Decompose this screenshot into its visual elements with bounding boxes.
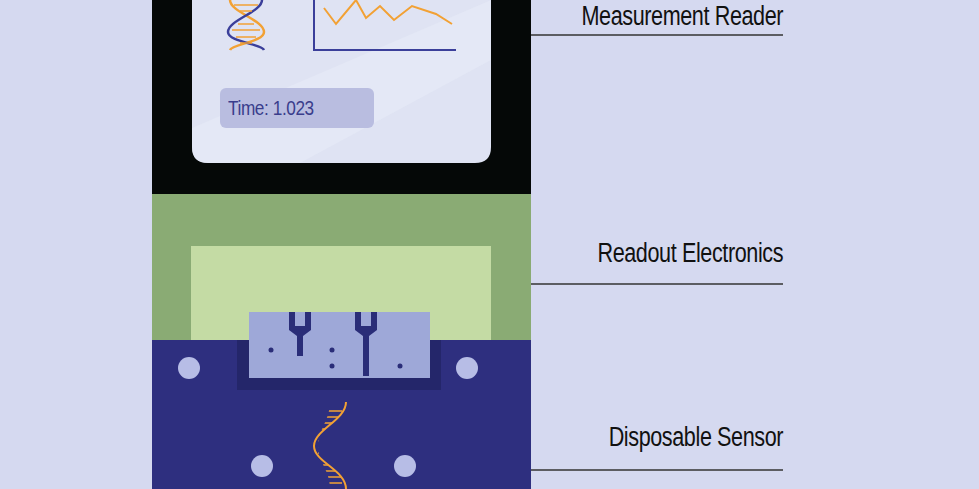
part-label: Readout Electronics	[597, 238, 783, 269]
dna-icon	[228, 0, 264, 50]
chip-electrodes	[269, 312, 403, 376]
line-chart	[314, 0, 456, 50]
dna-strand	[314, 402, 346, 489]
part-label: Measurement Reader	[581, 1, 783, 32]
display-text: Time: 1.023	[228, 96, 314, 120]
screen-glare	[192, 0, 491, 163]
part-label: Disposable Sensor	[608, 422, 783, 453]
sensor-chip	[249, 312, 430, 378]
reader-screen	[192, 0, 491, 163]
leader-lines	[531, 35, 783, 470]
time-display: Time: 1.023	[220, 88, 374, 128]
reader-housing	[152, 0, 531, 194]
